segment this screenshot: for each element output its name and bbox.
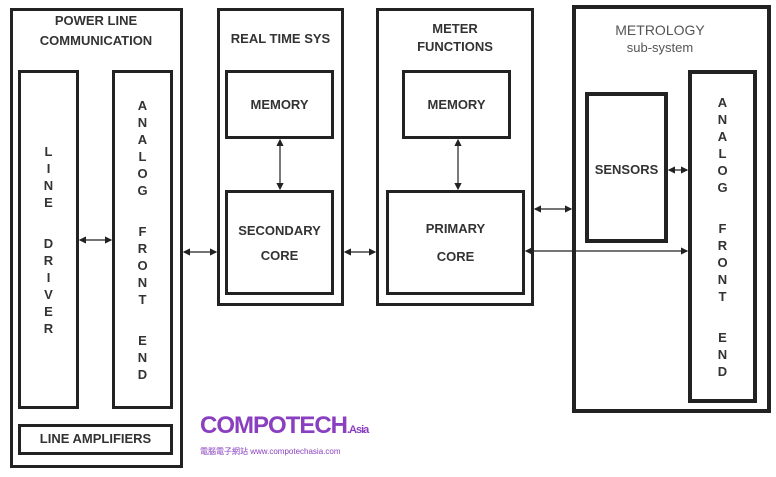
vertical-letter: L <box>44 143 53 159</box>
vertical-letter: D <box>717 363 728 379</box>
vertical-letter: O <box>137 257 148 273</box>
vertical-letter: L <box>718 145 727 161</box>
vertical-letter: T <box>138 291 147 307</box>
vertical-letter: D <box>137 366 148 382</box>
plc-title: POWER LINE COMMUNICATION <box>39 13 153 48</box>
vertical-letter: R <box>137 240 148 256</box>
vertical-letter: O <box>717 162 728 178</box>
metrology-title: METROLOGY sub-system <box>615 22 705 55</box>
vertical-letter: N <box>137 114 148 130</box>
vertical-letter: N <box>43 177 54 193</box>
meter-memory-label: MEMORY <box>427 97 486 112</box>
vertical-letter: I <box>46 269 51 285</box>
rts-title: REAL TIME SYS <box>230 31 331 46</box>
meter-memory-block <box>402 70 511 139</box>
sensors-block <box>585 92 668 243</box>
vertical-letter: G <box>137 182 148 198</box>
vertical-letter: V <box>44 286 53 302</box>
primary-core-label: PRIMARY CORE <box>425 221 486 264</box>
watermark-logo: COMPOTECH.Asia <box>200 412 369 439</box>
vertical-letter: N <box>137 349 148 365</box>
line-amplifiers-label: LINE AMPLIFIERS <box>39 431 152 446</box>
vertical-letter: T <box>718 288 727 304</box>
metrology-afe-block <box>688 70 757 403</box>
vertical-letter: R <box>43 320 54 336</box>
vertical-letter: F <box>718 220 727 236</box>
vertical-letter: L <box>138 148 147 164</box>
vertical-letter: O <box>137 165 148 181</box>
line-amplifiers-block <box>18 424 173 455</box>
rts-memory-label: MEMORY <box>250 97 309 112</box>
secondary-core-label: SECONDARY CORE <box>238 223 321 263</box>
vertical-letter: E <box>718 329 727 345</box>
vertical-letter: R <box>717 237 728 253</box>
vertical-letter: A <box>137 131 148 147</box>
meter-title: METER FUNCTIONS <box>417 21 493 54</box>
vertical-letter: A <box>137 97 148 113</box>
vertical-letter: N <box>717 271 728 287</box>
vertical-letter: D <box>43 235 54 251</box>
vertical-letter: E <box>44 303 53 319</box>
vertical-letter: O <box>717 254 728 270</box>
vertical-letter: N <box>717 346 728 362</box>
plc-afe-block <box>112 70 173 409</box>
vertical-letter: G <box>717 179 728 195</box>
primary-core-block <box>386 190 525 295</box>
vertical-letter: A <box>717 94 728 110</box>
vertical-letter: E <box>138 332 147 348</box>
line-driver-block <box>18 70 79 409</box>
vertical-letter: I <box>46 160 51 176</box>
watermark-url: 電腦電子網站 www.compotechasia.com <box>200 447 341 456</box>
rts-memory-block <box>225 70 334 139</box>
vertical-letter: E <box>44 194 53 210</box>
secondary-core-block <box>225 190 334 295</box>
vertical-letter: N <box>137 274 148 290</box>
vertical-letter: R <box>43 252 54 268</box>
vertical-letter: N <box>717 111 728 127</box>
vertical-letter: A <box>717 128 728 144</box>
vertical-letter: F <box>138 223 147 239</box>
sensors-label: SENSORS <box>594 162 659 177</box>
